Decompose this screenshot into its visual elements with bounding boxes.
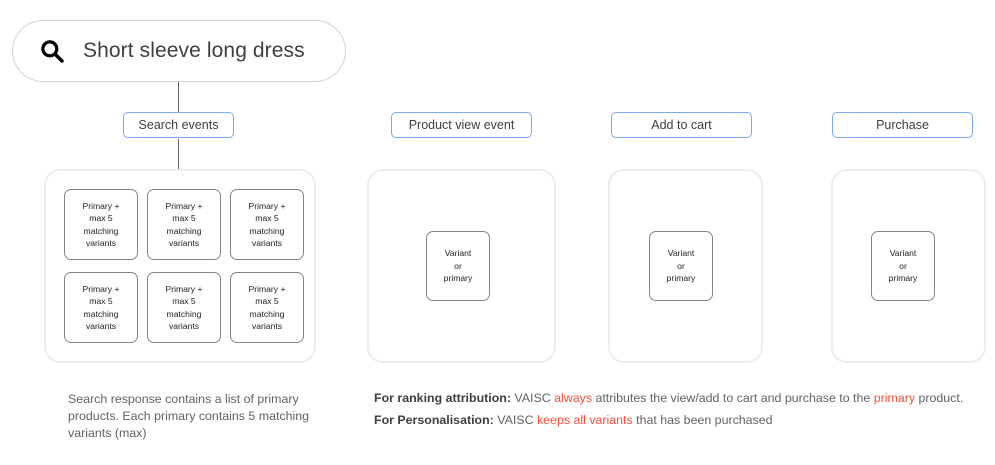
highlighted-term: primary <box>873 391 916 405</box>
stage-label-text: Search events <box>138 118 219 132</box>
stage-label-search-events[interactable]: Search events <box>123 112 234 138</box>
note-ranking-attribution: For ranking attribution: VAISC always at… <box>374 392 989 404</box>
stage-label-add-to-cart[interactable]: Add to cart <box>611 112 752 138</box>
search-query-text: Short sleeve long dress <box>83 39 305 62</box>
stage-label-text: Add to cart <box>651 118 712 132</box>
stage-label-text: Purchase <box>876 118 929 132</box>
search-bar[interactable]: Short sleeve long dress <box>12 20 346 82</box>
note-personalisation: For Personalisation: VAISC keeps all var… <box>374 414 989 426</box>
note-body: VAISC always attributes the view/add to … <box>511 391 963 405</box>
highlighted-term: keeps all variants <box>536 413 633 428</box>
search-icon <box>41 40 64 63</box>
stage-label-product-view-event[interactable]: Product view event <box>391 112 532 138</box>
note-body: VAISC keeps all variants that has been p… <box>493 413 773 428</box>
stage-label-text: Product view event <box>408 118 515 132</box>
connector-line-label-to-panel <box>178 139 179 169</box>
note-text-run: VAISC <box>493 413 537 428</box>
panel-product-view-event <box>367 169 556 363</box>
note-label: For ranking attribution: <box>374 391 511 405</box>
note-text-run: that has been purchased <box>632 413 773 428</box>
note-label: For Personalisation: <box>374 413 494 428</box>
caption-search-response: Search response contains a list of prima… <box>68 392 310 441</box>
highlighted-term: always <box>554 391 593 405</box>
note-text-run: product. <box>915 391 964 405</box>
stage-label-purchase[interactable]: Purchase <box>832 112 973 138</box>
note-text-run: attributes the view/add to cart and purc… <box>592 391 874 405</box>
connector-line-search-to-label <box>178 82 179 112</box>
note-text-run: VAISC <box>510 391 555 405</box>
notes-block: For ranking attribution: VAISC always at… <box>374 392 989 427</box>
